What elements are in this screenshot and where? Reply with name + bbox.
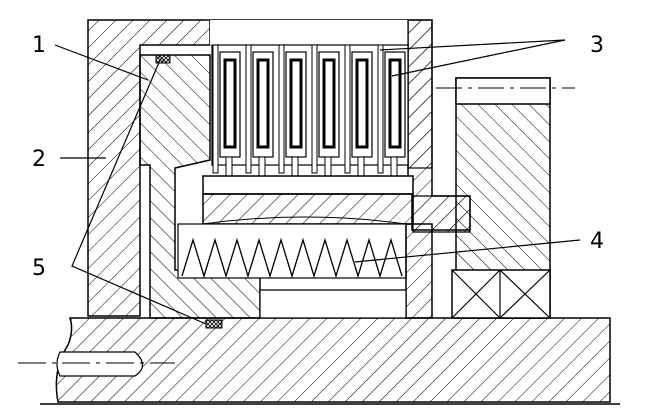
pole-separator [377,44,384,174]
pole-stem [357,156,365,178]
pole-pieces [212,44,406,178]
seal-bottom [205,319,223,329]
pole-magnet [289,58,303,149]
pole-separator [311,44,318,174]
pole-separator [245,44,252,174]
pole-separator [344,44,351,174]
pole-magnet [256,58,270,149]
leader-lines [54,39,581,325]
pole-stem [225,156,233,178]
callout-2: 2 [32,147,46,172]
callout-4: 4 [590,229,604,254]
pole-magnet [223,58,237,149]
wave-spring [177,216,407,279]
callout-3: 3 [590,33,604,58]
pole-magnet [388,58,402,149]
pole-stack [211,44,409,166]
pole-stem [258,156,266,178]
pole-stem [291,156,299,178]
callout-5: 5 [32,256,46,281]
pole-stem [390,156,398,178]
lower-sleeve [259,289,407,319]
callout-labels: 1 2 3 4 5 [32,33,604,281]
housing-top-inner [407,19,433,169]
mating-ring [436,77,575,319]
pole-separator [278,44,285,174]
pole-stem [324,156,332,178]
callout-1: 1 [32,33,46,58]
retaining-ring [405,223,433,319]
pole-magnet [355,58,369,149]
pole-separator [212,44,219,174]
pole-magnet [322,58,336,149]
seal-top [155,54,171,64]
shaft [55,317,611,403]
